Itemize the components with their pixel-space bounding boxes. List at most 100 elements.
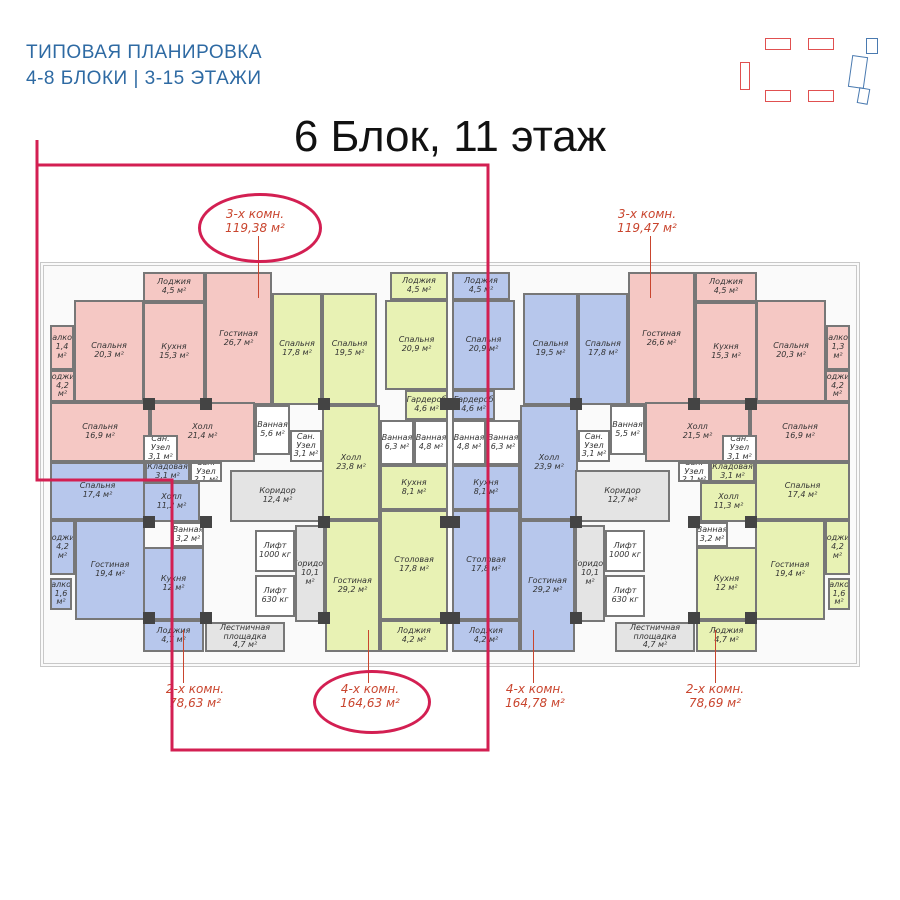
apartment-label[interactable]: 4-х комн.164,78 м² (480, 682, 590, 711)
apartment-label[interactable]: 2-х комн.78,63 м² (140, 682, 250, 711)
room-name: Гардероб (406, 395, 447, 405)
room[interactable]: Балкон1,3 м² (826, 325, 850, 370)
room-name: Кладовая (712, 462, 753, 472)
room-name: Сан. Узел (684, 462, 704, 476)
wall-column (200, 612, 212, 624)
room-name: Гостиная (333, 576, 372, 586)
room[interactable]: Коридор10,1 м² (575, 525, 605, 622)
room-name: Холл (538, 452, 560, 462)
room-area: 630 кг (261, 595, 289, 604)
room-name: Балкон (51, 579, 71, 589)
wall-column (688, 612, 700, 624)
room-name: Лоджия (51, 371, 75, 381)
room-area: 4,7 м² (232, 640, 258, 650)
room-area: 17,4 м² (787, 490, 818, 499)
room-name: Кухня (713, 573, 740, 583)
room-name: Холл (192, 422, 213, 432)
wall-column (745, 612, 757, 624)
wall-column (688, 398, 700, 410)
room[interactable]: Балкон1,6 м² (50, 578, 72, 610)
room-area: 3,1 м² (720, 471, 745, 480)
room[interactable]: Балкон1,6 м² (828, 578, 850, 610)
room[interactable]: Балкон1,4 м² (50, 325, 74, 370)
room-name: Спальня (532, 339, 569, 349)
room-name: Балкон (829, 579, 849, 589)
room-name: Гостиная (90, 560, 130, 570)
apartment-label[interactable]: 2-х комн.78,69 м² (660, 682, 770, 711)
room-name: Коридор (297, 559, 324, 569)
apartment-label[interactable]: 3-х комн.119,47 м² (592, 207, 702, 236)
wall-column (318, 612, 330, 624)
room-name: Холл (687, 422, 708, 432)
room-area: 15,3 м² (159, 351, 189, 360)
room-area: 4,2 м² (401, 635, 427, 644)
room[interactable]: Коридор10,1 м² (295, 525, 325, 622)
room-area: 2,1 м² (681, 475, 707, 482)
